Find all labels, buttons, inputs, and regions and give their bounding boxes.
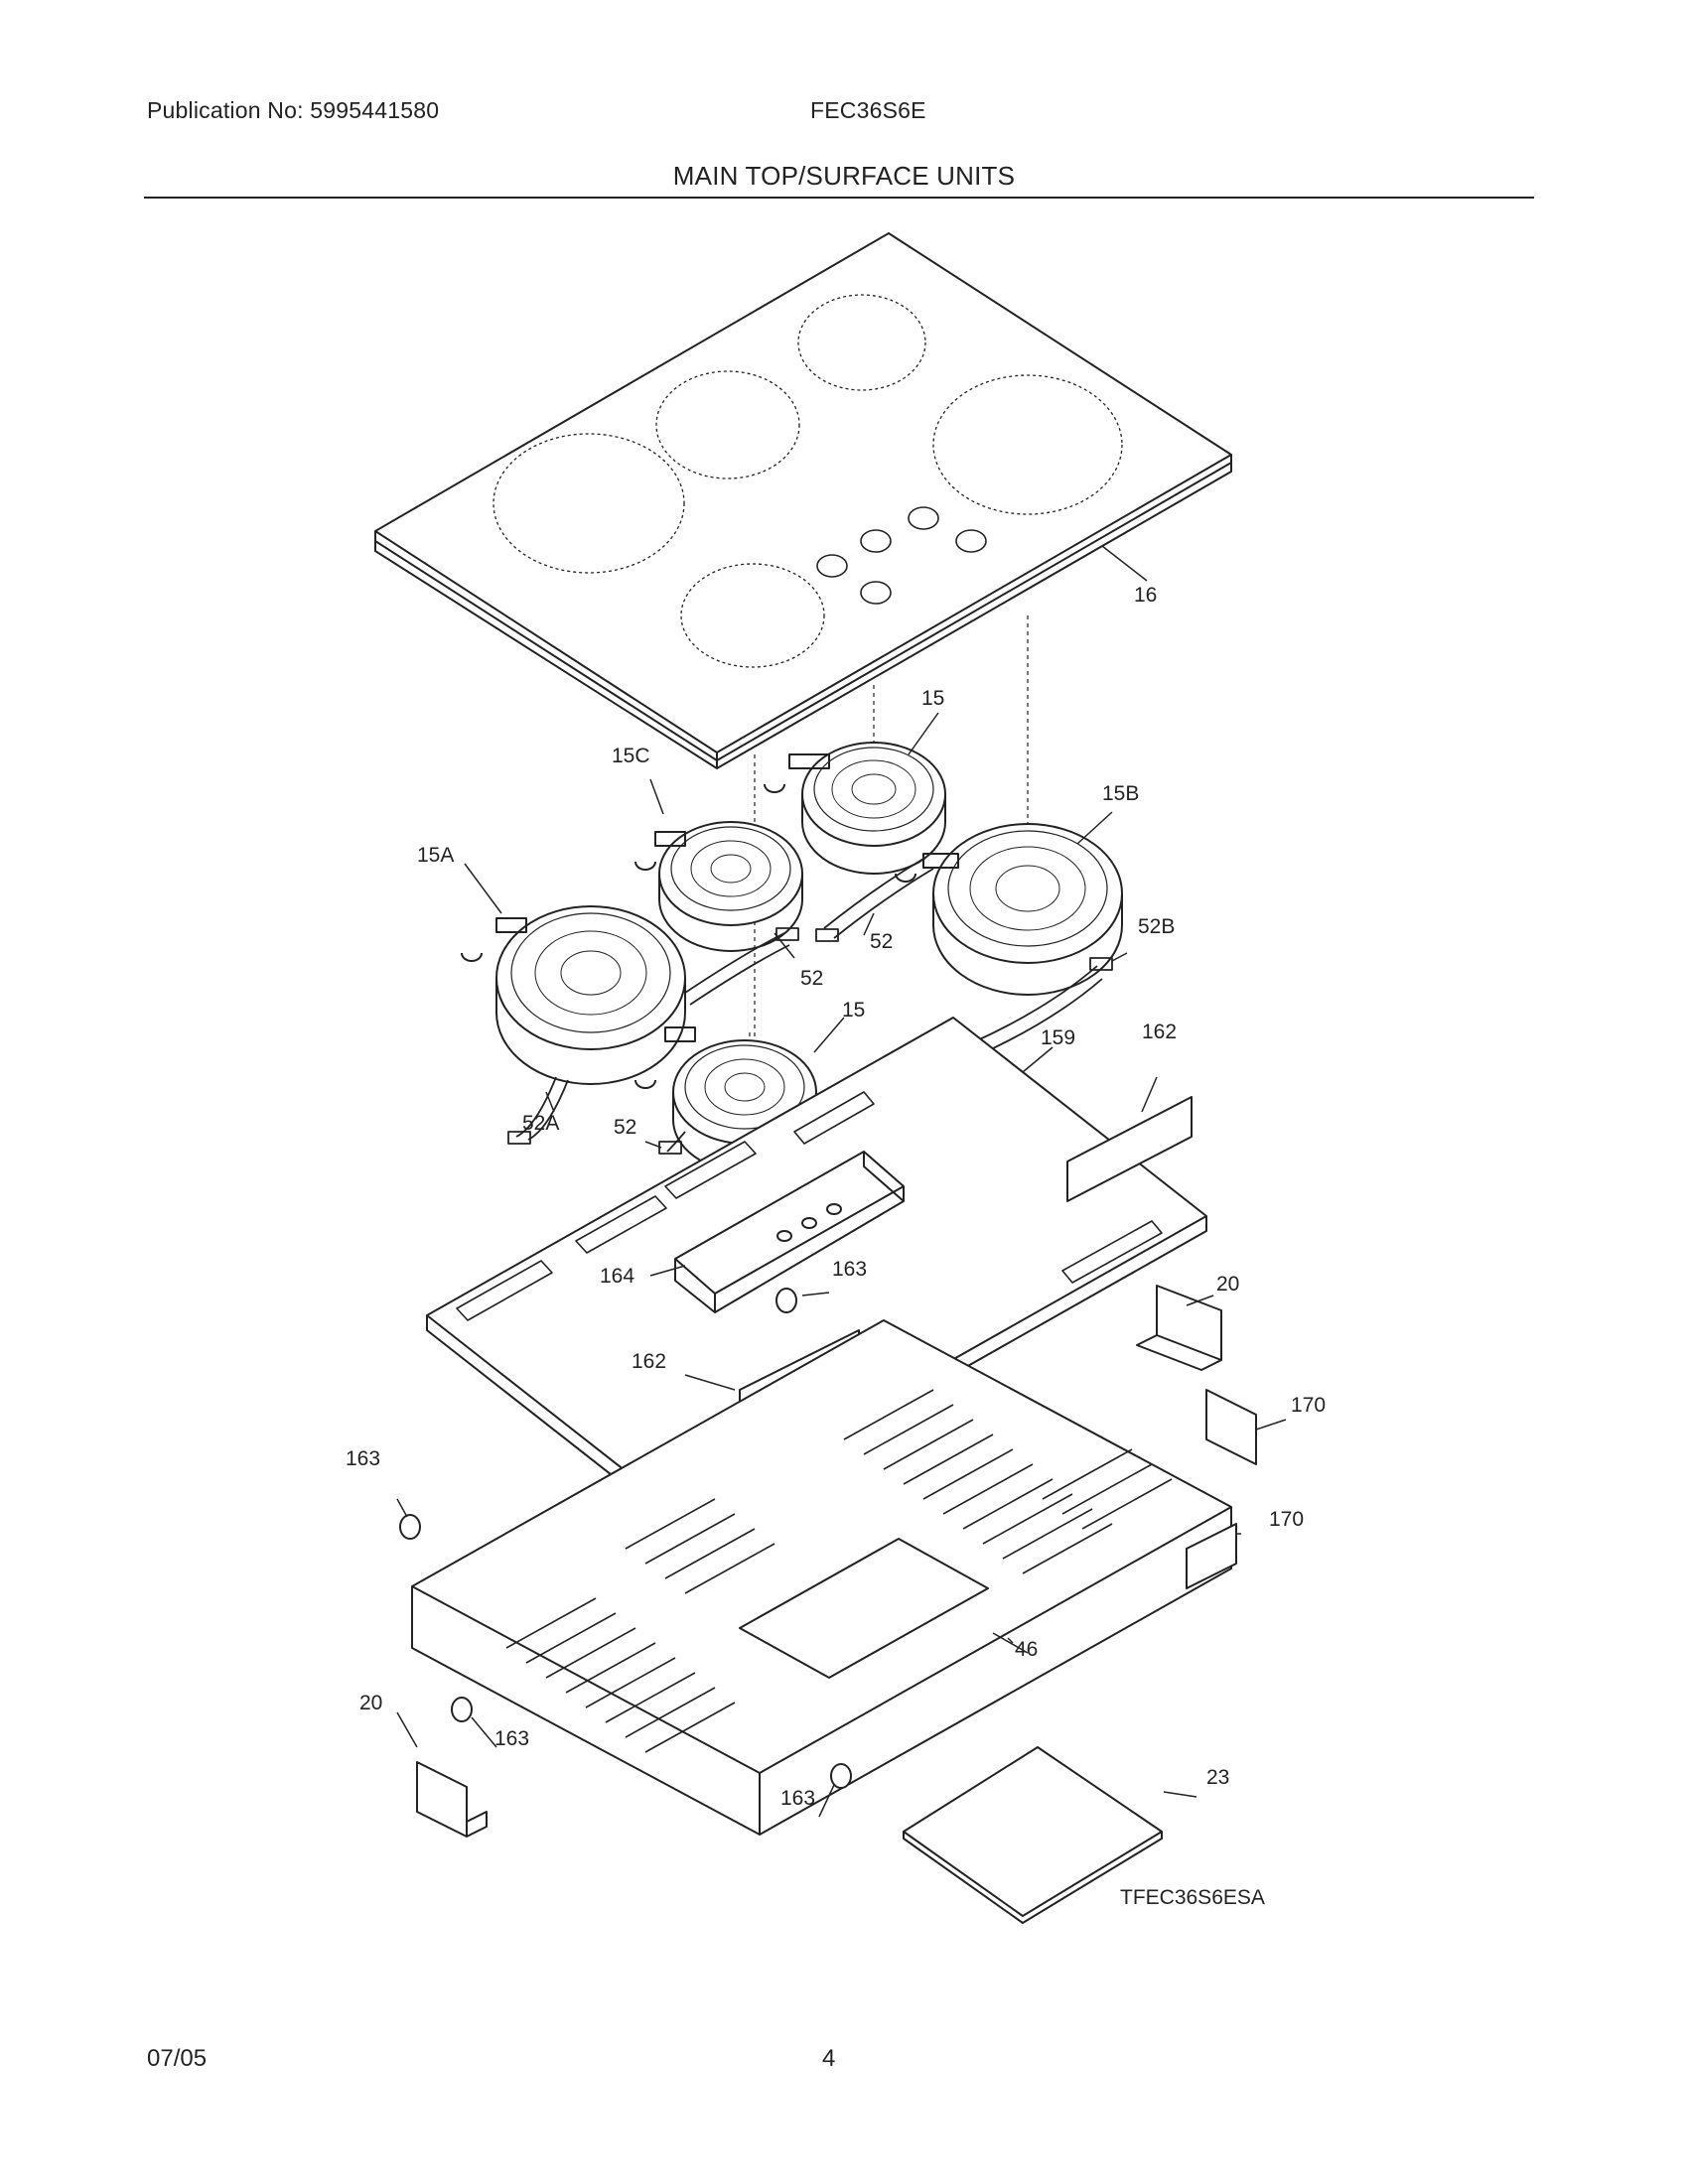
callout-163-top: 163 — [832, 1258, 867, 1281]
publication-number: Publication No: 5995441580 — [147, 97, 440, 123]
callout-52b: 52B — [1138, 915, 1175, 938]
glass-cooktop — [374, 232, 1232, 769]
grommets — [399, 1288, 852, 1789]
callout-15-front: 15 — [842, 999, 865, 1022]
callout-15a: 15A — [417, 844, 454, 867]
channel-164 — [674, 1151, 905, 1313]
burner-box — [426, 1017, 1207, 1530]
page-number: 4 — [822, 2045, 836, 2072]
bracket-162-right — [1066, 1096, 1193, 1202]
element-left-large — [461, 905, 686, 1085]
callout-163-bottom: 163 — [780, 1787, 815, 1810]
callout-16: 16 — [1134, 584, 1157, 607]
element-left-small — [634, 821, 803, 952]
callout-20-left: 20 — [359, 1692, 382, 1714]
element-right-large — [895, 823, 1123, 996]
diagram-reference-code: TFEC36S6ESA — [1120, 1886, 1265, 1909]
callout-52-center: 52 — [614, 1116, 636, 1139]
header-rule — [144, 197, 1534, 199]
callout-15-rear: 15 — [921, 687, 944, 710]
callout-170-lower: 170 — [1269, 1508, 1304, 1531]
callout-52-right: 52 — [870, 930, 893, 953]
base-pan — [411, 1319, 1232, 1836]
callout-163-left: 163 — [346, 1447, 380, 1470]
callout-163-bottom-left: 163 — [494, 1727, 529, 1750]
callout-162-center: 162 — [632, 1350, 666, 1373]
callout-52a: 52A — [522, 1112, 559, 1135]
clip-170-upper — [1205, 1389, 1257, 1465]
bracket-20-right — [1136, 1285, 1222, 1371]
section-title: MAIN TOP/SURFACE UNITS — [672, 161, 1016, 191]
callout-20-right: 20 — [1216, 1273, 1239, 1296]
clip-170-lower — [1186, 1523, 1237, 1589]
cover-plate — [903, 1746, 1163, 1924]
element-rear-center — [764, 742, 946, 875]
model-number: FEC36S6E — [810, 97, 926, 123]
callout-164: 164 — [600, 1265, 634, 1288]
callout-46: 46 — [1015, 1638, 1038, 1661]
leader-lines — [396, 545, 1287, 1818]
callout-162-right: 162 — [1142, 1021, 1177, 1043]
callout-170-upper: 170 — [1291, 1394, 1326, 1417]
callout-52-left: 52 — [800, 967, 823, 990]
callout-159: 159 — [1041, 1026, 1075, 1049]
footer-date: 07/05 — [147, 2045, 208, 2072]
bracket-20-left — [416, 1761, 488, 1838]
callout-15c: 15C — [612, 745, 650, 767]
callout-15b: 15B — [1102, 782, 1139, 805]
callout-23: 23 — [1206, 1766, 1229, 1789]
